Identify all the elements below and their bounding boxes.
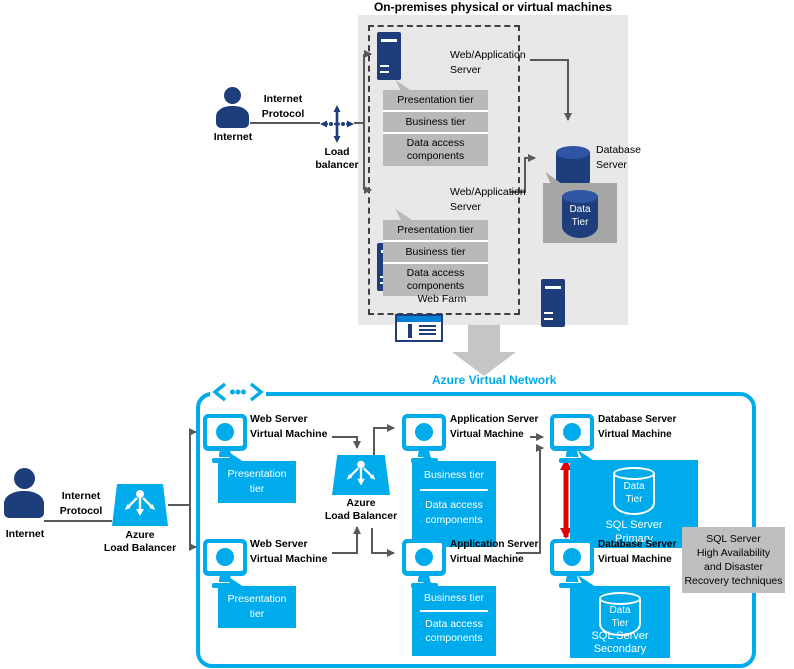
application-server-vm-icon: [402, 414, 446, 463]
sql-secondary-label: SQL Server Secondary: [591, 630, 649, 655]
business-tier: Business tier: [405, 246, 466, 258]
server-tower-icon: [377, 32, 401, 80]
person-body: [216, 106, 249, 128]
tier-stack: Presentation tier Business tier Data acc…: [383, 220, 488, 296]
application-window-icon: [395, 314, 443, 342]
database-server-vm-icon: [550, 539, 594, 588]
database-server-label: Database Server: [596, 144, 641, 171]
data-access-tier: Data access components: [425, 499, 483, 526]
application-server-vm-label: Application Server Virtual Machine: [450, 414, 539, 440]
business-tier: Business tier: [423, 469, 485, 481]
internet-protocol-label: Internet Protocol: [254, 92, 312, 122]
database-server-vm-icon: [550, 414, 594, 463]
internet-user-icon: [4, 468, 44, 518]
presentation-tier-callout: Presentation tier: [218, 461, 296, 503]
azure-load-balancer-icon: [332, 455, 390, 495]
azure-load-balancer-icon: [112, 484, 168, 526]
tier-stack: Presentation tier Business tier Data acc…: [383, 90, 488, 166]
azure-load-balancer-label: Azure Load Balancer: [103, 529, 177, 554]
internet-user-icon: [216, 87, 249, 128]
sql-primary-label: SQL Server Primary: [605, 519, 663, 545]
database-server-vm-label: Database Server Virtual Machine: [598, 539, 677, 565]
data-access-tier: Data access components: [406, 137, 465, 162]
migration-down-arrow: [452, 325, 516, 376]
presentation-tier-callout: Presentation tier: [218, 586, 296, 628]
presentation-tier: Presentation tier: [397, 224, 474, 236]
person-head: [224, 87, 241, 104]
business-tier: Business tier: [405, 116, 466, 128]
person-head: [13, 468, 35, 489]
web-farm-label: Web Farm: [417, 293, 467, 305]
web-server-vm-icon: [203, 414, 247, 463]
application-server-vm-icon: [402, 539, 446, 588]
web-server-vm-label: Web Server Virtual Machine: [250, 413, 328, 440]
ha-dr-note: SQL Server High Availability and Disaste…: [682, 527, 785, 593]
business-tier-callout: Business tier Data access components: [412, 586, 496, 656]
presentation-tier: Presentation tier: [397, 94, 474, 106]
web-server-vm-label: Web Server Virtual Machine: [250, 538, 328, 565]
data-access-tier: Data access components: [406, 267, 465, 292]
data-tier-panel: Data Tier: [543, 183, 617, 243]
business-tier-callout: Business tier Data access components: [412, 461, 496, 547]
data-tier-cylinder-icon: Data Tier: [562, 190, 598, 238]
sql-secondary-callout: Data Tier SQL Server Secondary: [570, 586, 670, 658]
internet-label: Internet: [5, 528, 45, 540]
load-balancer-label: Load balancer: [315, 146, 359, 171]
sql-primary-callout: Data Tier SQL Server Primary: [570, 460, 698, 548]
data-tier-cylinder-icon: Data Tier: [613, 467, 655, 515]
load-balancer-icon: [320, 105, 354, 143]
virtual-network-icon: [210, 381, 266, 403]
business-tier: Business tier: [423, 592, 485, 604]
onprem-title: On-premises physical or virtual machines: [373, 0, 613, 14]
database-server-tower-icon: [541, 279, 565, 327]
data-tier-cylinder-icon: Data Tier: [599, 592, 641, 636]
web-app-server-label: Web/Application Server: [450, 186, 526, 213]
internet-label: Internet: [213, 131, 253, 143]
internet-protocol-label: Internet Protocol: [52, 489, 110, 519]
application-server-vm-label: Application Server Virtual Machine: [450, 539, 539, 565]
person-body: [4, 491, 44, 518]
data-access-tier: Data access components: [425, 618, 483, 644]
web-app-server-label: Web/Application Server: [450, 49, 526, 76]
azure-vnet-title: Azure Virtual Network: [432, 373, 557, 387]
azure-load-balancer-label: Azure Load Balancer: [324, 497, 398, 522]
database-server-vm-label: Database Server Virtual Machine: [598, 414, 677, 440]
web-server-vm-icon: [203, 539, 247, 588]
